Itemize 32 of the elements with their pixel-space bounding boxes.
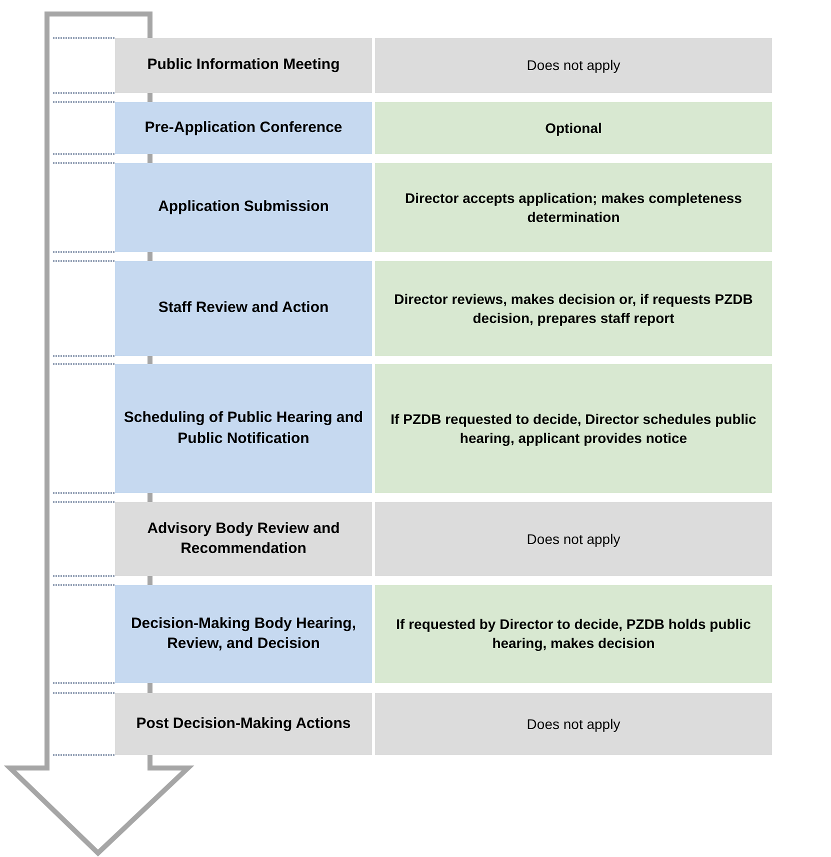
status-box xyxy=(375,585,772,683)
status-text: Does not apply xyxy=(526,56,620,75)
status-box xyxy=(375,693,772,755)
step-box xyxy=(115,38,372,93)
step-label: Advisory Body Review and Recommendation xyxy=(146,518,341,559)
status-text: Does not apply xyxy=(526,530,620,548)
step-label: Pre-Application Conference xyxy=(144,118,342,138)
step-label: Decision-Making Body Hearing, Review, and Decision xyxy=(130,614,358,654)
step-label: Staff Review and Action xyxy=(158,298,329,318)
step-box xyxy=(115,102,372,154)
step-box xyxy=(115,163,372,252)
status-text: Optional xyxy=(545,118,602,138)
step-label: Public Information Meeting xyxy=(147,55,340,76)
status-text: If PZDB requested to decide, Director schedules public hearing, applicant provides notice xyxy=(390,410,758,448)
status-box xyxy=(375,102,772,154)
status-box xyxy=(375,502,772,576)
step-box xyxy=(115,693,372,755)
step-label: Scheduling of Public Hearing and Public Notification xyxy=(123,408,364,448)
status-text: Director accepts application; makes completeness determination xyxy=(404,188,743,226)
status-box xyxy=(375,261,772,356)
status-text: Does not apply xyxy=(526,714,620,734)
step-box xyxy=(115,502,372,576)
step-label: Application Submission xyxy=(158,197,329,218)
step-box xyxy=(115,585,372,683)
status-box xyxy=(375,163,772,252)
status-box xyxy=(375,38,772,93)
status-box xyxy=(375,364,772,493)
step-label: Post Decision-Making Actions xyxy=(136,714,351,734)
step-box xyxy=(115,364,372,493)
status-text: Director reviews, makes decision or, if requests PZDB decision, prepares staff report xyxy=(393,290,754,328)
status-text: If requested by Director to decide, PZDB holds public hearing, makes decision xyxy=(395,615,752,653)
step-box xyxy=(115,261,372,356)
